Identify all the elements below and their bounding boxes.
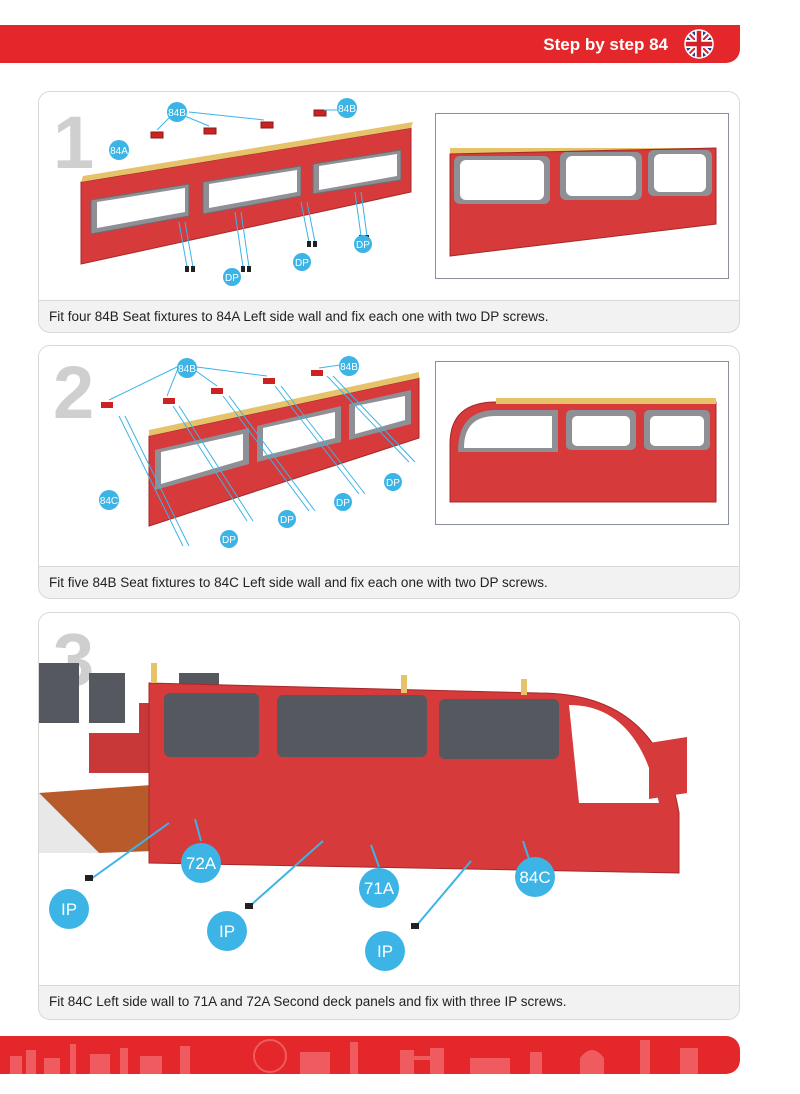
label-84b-2: 84B: [338, 104, 356, 115]
label-dp-2: DP: [295, 258, 309, 269]
header-bar: Step by step 84: [0, 25, 740, 63]
label-84b: 84B: [178, 364, 196, 375]
step-number: 1: [53, 101, 95, 184]
label-ip-2: IP: [219, 922, 235, 941]
step-1-caption: Fit four 84B Seat fixtures to 84A Left s…: [49, 309, 549, 324]
step-1-panel: 1: [38, 91, 740, 333]
label-ip-1: IP: [61, 900, 77, 919]
step-2-illustration: 84B 84B 84C DP DP DP DP: [99, 356, 420, 548]
label-dp-1: DP: [222, 535, 236, 546]
step-3-panel: 3: [38, 612, 740, 1020]
label-71a: 71A: [364, 879, 395, 898]
footer-bar: [0, 1036, 740, 1074]
step-3-illustration: IP IP IP 72A 71A 84C: [39, 663, 687, 971]
step-2-result-view: [435, 361, 729, 525]
label-dp-4: DP: [386, 478, 400, 489]
step-3-caption: Fit 84C Left side wall to 71A and 72A Se…: [49, 994, 567, 1009]
label-dp-3: DP: [336, 498, 350, 509]
london-skyline-decoration: [10, 1039, 698, 1074]
step-2-panel: 2 84B 84B 84C DP DP DP: [38, 345, 740, 599]
assembled-wall-image: [449, 147, 717, 257]
step-2-caption: Fit five 84B Seat fixtures to 84C Left s…: [49, 575, 548, 590]
label-dp-3: DP: [356, 240, 370, 251]
label-84b-2: 84B: [340, 362, 358, 373]
label-dp-1: DP: [225, 273, 239, 284]
label-84c: 84C: [519, 868, 550, 887]
step-1-result-view: [435, 113, 729, 279]
step-1-illustration: 84B 84B 84A DP DP DP: [80, 98, 413, 286]
label-ip-3: IP: [377, 942, 393, 961]
label-84c: 84C: [100, 496, 118, 507]
uk-flag-icon: [684, 29, 714, 59]
label-84a: 84A: [110, 146, 128, 157]
page-title: Step by step 84: [543, 35, 668, 54]
assembled-wall-image: [449, 398, 717, 503]
label-84b: 84B: [168, 108, 186, 119]
label-72a: 72A: [186, 854, 217, 873]
step-number: 2: [53, 351, 95, 434]
label-dp-2: DP: [280, 515, 294, 526]
